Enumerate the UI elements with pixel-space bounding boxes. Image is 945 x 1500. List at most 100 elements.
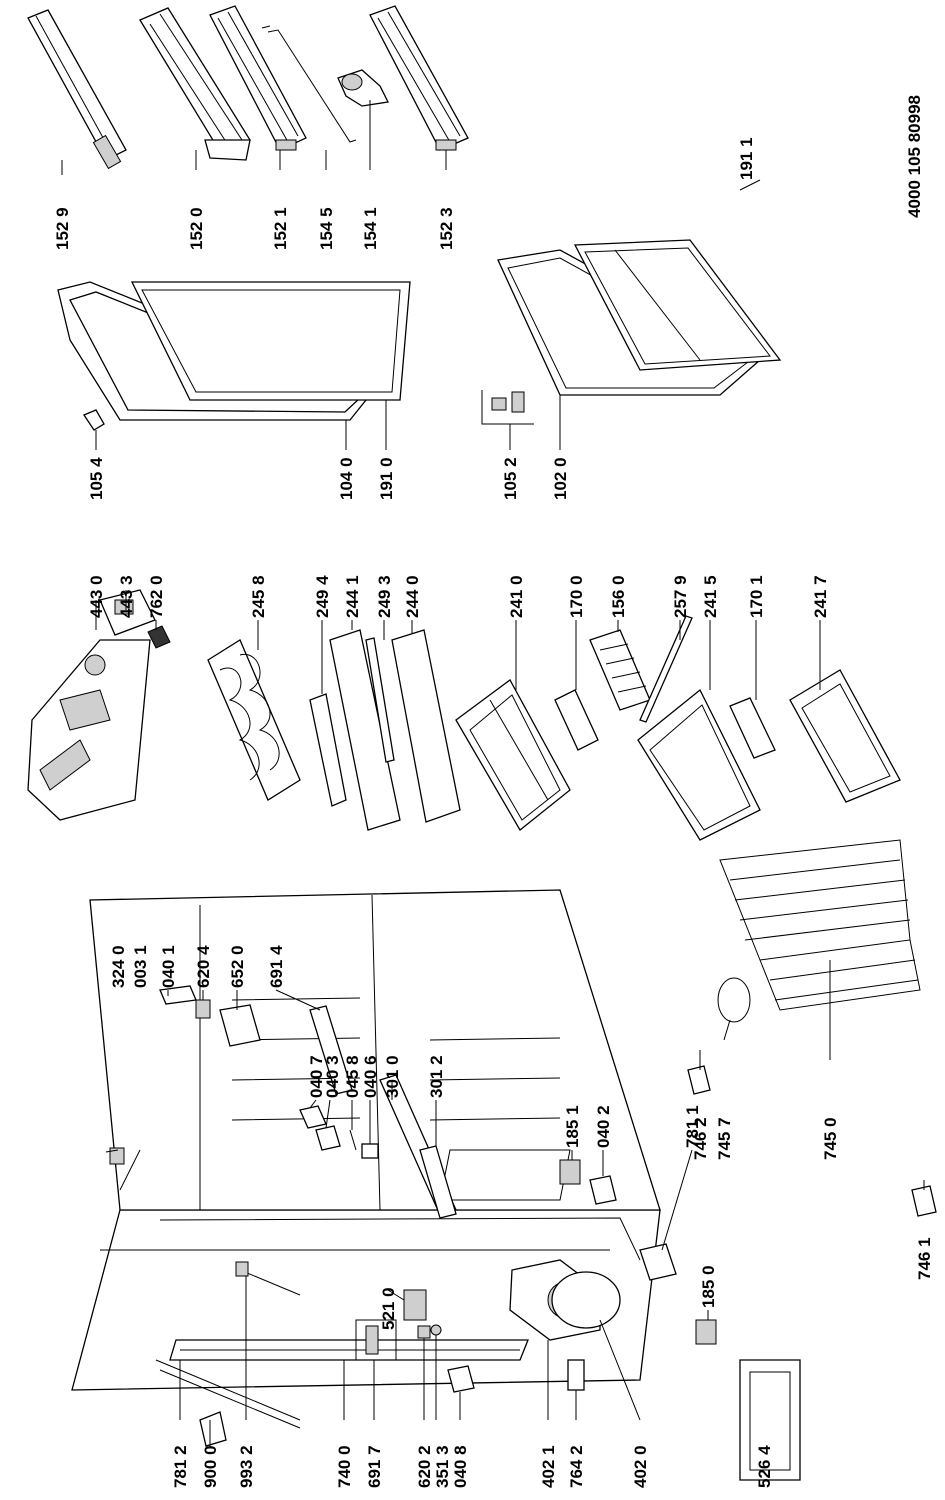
label-040-7: 040 7 [307,1055,326,1098]
part-244-0-glass-shelf [391,629,461,823]
label-040-2: 040 2 [594,1105,613,1148]
label-105-4: 105 4 [87,457,106,500]
label-191-1: 191 1 [737,137,756,180]
part-154-1-egg-holder [337,69,389,107]
label-003-1: 003 1 [131,945,150,988]
part-045-8-pin [349,1129,357,1151]
label-652-0: 652 0 [228,945,247,988]
part-152-0-door-balcony [139,7,251,161]
label-152-0: 152 0 [187,207,206,250]
label-691-4: 691 4 [267,945,286,988]
part-301-2-panel [419,1145,457,1219]
part-170-1-cover [729,697,776,759]
part-620-4-switch [195,999,211,1019]
part-900-0-clip [199,1411,227,1447]
part-746-1-foot [911,1185,937,1217]
label-152-3: 152 3 [437,207,456,250]
part-740-0-condenser [169,1339,529,1361]
part-249-4-shelf-trim [309,693,347,807]
part-993-2-probe [235,1261,301,1296]
label-244-0: 244 0 [403,575,422,618]
label-241-7: 241 7 [811,575,830,618]
label-040-1: 040 1 [159,945,178,988]
part-170-0-cover [554,689,599,751]
part-351-3-lamp [430,1324,442,1336]
part-244-1-glass-shelf [329,629,401,831]
label-156-0: 156 0 [609,575,628,618]
label-154-1: 154 1 [361,207,380,250]
part-324-0-cap [109,1147,125,1165]
part-152-9-shelf-cover [27,9,127,170]
part-040-6-plate [361,1143,379,1159]
label-781-2: 781 2 [171,1445,190,1488]
part-labels: 152 9 152 0 152 1 154 5 154 1 152 3 191 … [53,137,934,1488]
label-040-8: 040 8 [451,1445,470,1488]
label-152-1: 152 1 [271,207,290,250]
part-402-0-compressor [551,1271,621,1329]
part-040-3-hinge [315,1125,341,1151]
part-156-0-grid [589,629,651,711]
label-244-1: 244 1 [343,575,362,618]
part-620-2-switch [417,1325,431,1339]
part-691-4-rail [309,1005,353,1095]
label-191-0: 191 0 [377,457,396,500]
label-745-7: 745 7 [715,1117,734,1160]
part-443-0-light-assembly [27,639,151,821]
part-105-4-hinge [83,409,105,431]
label-241-5: 241 5 [701,575,720,618]
part-762-0-connector [147,625,171,649]
label-104-0: 104 0 [337,457,356,500]
label-781-1: 781 1 [683,1105,702,1148]
label-993-2: 993 2 [237,1445,256,1488]
part-152-3-door-balcony [369,5,469,151]
label-746-2: 746 2 [691,1117,710,1160]
label-443-0: 443 0 [87,575,106,618]
part-745-7-seal [717,977,751,1023]
label-105-2: 105 2 [501,457,520,500]
label-185-1: 185 1 [563,1105,582,1148]
label-185-0: 185 0 [699,1265,718,1308]
label-762-0: 762 0 [147,575,166,618]
label-301-0: 301 0 [383,1055,402,1098]
part-781-1-foot [639,1243,677,1281]
label-324-0: 324 0 [109,945,128,988]
label-249-4: 249 4 [313,575,332,618]
part-040-2-bracket [589,1175,617,1205]
label-764-2: 764 2 [567,1445,586,1488]
label-402-0: 402 0 [631,1445,650,1488]
document-number: 4000 105 80998 [905,95,924,218]
label-620-4: 620 4 [194,945,213,988]
label-526-4: 526 4 [755,1445,774,1488]
part-241-0-crisper-drawer [455,679,571,831]
part-746-2-foot [687,1065,711,1095]
part-191-0-upper-gasket [130,281,411,401]
label-521-0: 521 0 [379,1287,398,1330]
part-185-0-cover [695,1319,717,1345]
label-691-7: 691 7 [365,1445,384,1488]
label-249-3: 249 3 [375,575,394,618]
part-526-4-fan-box [739,1359,801,1481]
part-521-0-module [403,1289,427,1321]
label-040-3: 040 3 [323,1055,342,1098]
part-191-1-lower-gasket [573,239,782,371]
part-040-7-bracket [299,1105,327,1129]
label-170-0: 170 0 [567,575,586,618]
part-185-1-cover [559,1159,581,1185]
label-102-0: 102 0 [551,457,570,500]
part-745-0-wire-shelves [719,839,921,1011]
label-040-6: 040 6 [361,1055,380,1098]
label-257-9: 257 9 [671,575,690,618]
label-443-3: 443 3 [117,575,136,618]
part-245-8-wine-rack [207,639,301,801]
part-249-3-shelf-trim [365,637,395,763]
label-154-5: 154 5 [317,207,336,250]
label-170-1: 170 1 [747,575,766,618]
label-745-0: 745 0 [821,1117,840,1160]
label-301-2: 301 2 [427,1055,446,1098]
label-152-9: 152 9 [53,207,72,250]
part-154-5-rod [261,25,357,143]
part-652-0-housing [219,1004,261,1047]
label-740-0: 740 0 [335,1445,354,1488]
leader-lines [61,100,925,1448]
part-105-2-hinge-kit [481,390,534,425]
